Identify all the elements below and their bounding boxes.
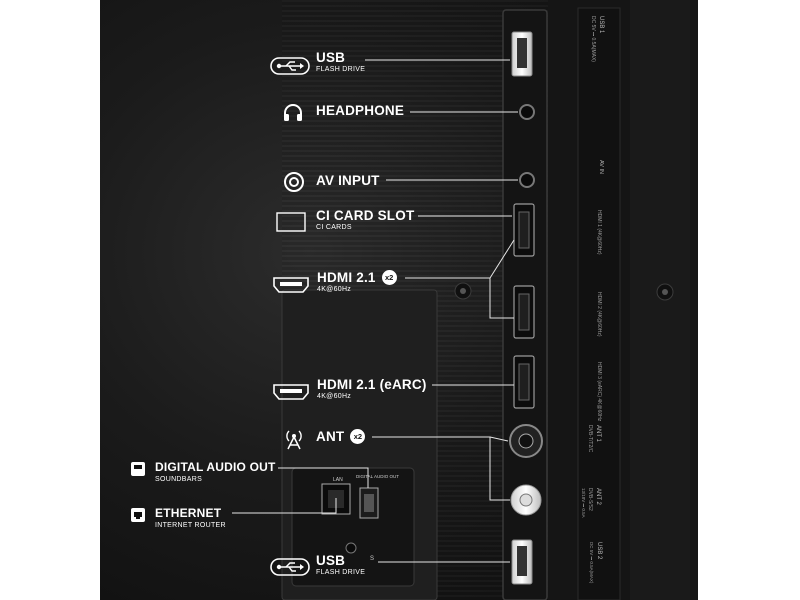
svg-text:HDMI 3 (eARC) 4K@60Hz: HDMI 3 (eARC) 4K@60Hz <box>596 362 602 422</box>
service-port <box>345 542 357 554</box>
port-label-ethernet: ETHERNET INTERNET ROUTER <box>130 506 226 530</box>
antenna-icon <box>286 430 302 450</box>
ethernet-port <box>321 483 351 515</box>
hdmi1-panel-text: HDMI 1 (4K@60Hz) <box>596 210 602 255</box>
port-title: CI CARD SLOT <box>316 208 415 223</box>
port-subtitle: SOUNDBARS <box>155 476 203 483</box>
optical-audio-icon <box>131 462 145 476</box>
hdmi3-panel-text: HDMI 3 (eARC) 4K@60Hz <box>596 362 602 422</box>
rear-housing <box>630 0 690 600</box>
port-label-digital-audio-out: DIGITAL AUDIO OUT SOUNDBARS <box>130 460 276 484</box>
port-label-av-input: AV INPUT <box>283 171 380 192</box>
ant2-panel-text: ANT 2 DVB-S/S2 13/18V ⎓ 0.5A <box>581 488 601 518</box>
port-label-headphone: HEADPHONE <box>282 103 405 121</box>
hdmi-icon <box>273 277 309 293</box>
optical-port <box>359 487 379 519</box>
port-label-ci-card-slot: CI CARD SLOT CI CARDS <box>276 208 414 232</box>
svg-text:HDMI 1 (4K@60Hz): HDMI 1 (4K@60Hz) <box>596 210 602 255</box>
antenna-port-2 <box>510 484 542 516</box>
digital-audio-panel-label: DIGITAL AUDIO OUT <box>356 474 399 479</box>
port-label-hdmi-earc: HDMI 2.1 (eARC) 4K@60Hz <box>273 377 427 401</box>
headphone-jack <box>519 104 535 120</box>
port-title: HEADPHONE <box>316 103 405 118</box>
quantity-badge: x2 <box>381 270 397 285</box>
svg-text:HDMI 2 (4K@60Hz): HDMI 2 (4K@60Hz) <box>596 292 602 337</box>
port-subtitle: FLASH DRIVE <box>316 66 366 73</box>
usb-port-bottom <box>511 539 533 585</box>
usb-bottom-panel-text: USB 2 DC 5V ⎓ 0.5A(MAX) <box>589 542 602 584</box>
svg-text:DVB-S/S2: DVB-S/S2 <box>587 488 593 511</box>
av-jack <box>519 172 535 188</box>
quantity-badge: x2 <box>350 429 366 444</box>
label-strip <box>577 7 621 600</box>
port-title: DIGITAL AUDIO OUT <box>155 460 276 474</box>
lan-label: LAN <box>333 477 343 483</box>
svg-text:ANT 2: ANT 2 <box>595 488 601 506</box>
av-input-icon <box>284 172 304 192</box>
svg-text:USB 2: USB 2 <box>596 542 602 560</box>
port-title: USB <box>316 50 346 65</box>
usb-port-top <box>511 31 533 77</box>
port-title: HDMI 2.1 <box>317 270 376 285</box>
svg-text:AV IN: AV IN <box>598 160 604 174</box>
screw <box>656 283 674 301</box>
port-title: HDMI 2.1 (eARC) <box>317 377 427 392</box>
ant1-panel-text: ANT 1 DVB-T/T2/C <box>587 425 601 453</box>
port-title: USB <box>316 553 346 568</box>
port-label-antenna: ANT x2 <box>282 427 366 450</box>
port-title: AV INPUT <box>316 173 380 188</box>
port-subtitle: INTERNET ROUTER <box>155 522 226 529</box>
svg-text:ANT 1: ANT 1 <box>595 425 601 443</box>
hdmi2-panel-text: HDMI 2 (4K@60Hz) <box>596 292 602 337</box>
svg-text:DC 5V ⎓ 0.5A(MAX): DC 5V ⎓ 0.5A(MAX) <box>589 542 594 584</box>
hdmi-icon <box>273 384 309 400</box>
port-subtitle: 4K@60Hz <box>317 286 352 293</box>
antenna-port-1 <box>509 424 543 458</box>
screw <box>454 282 472 300</box>
port-label-hdmi: HDMI 2.1 x2 4K@60Hz <box>273 270 397 294</box>
av-in-panel-text: AV IN <box>598 160 604 174</box>
usb-icon <box>270 57 310 75</box>
usb-icon <box>270 558 310 576</box>
port-title: ETHERNET <box>155 506 222 520</box>
port-subtitle: 4K@60Hz <box>317 393 352 400</box>
port-label-usb-bottom: USB FLASH DRIVE <box>270 553 365 577</box>
svg-text:13/18V ⎓ 0.5A: 13/18V ⎓ 0.5A <box>581 488 586 518</box>
hdmi-port <box>513 285 535 339</box>
usb-top-panel-text: USB 1 DC 5V ⎓ 0.5A(MAX) <box>590 16 604 62</box>
hdmi-port <box>513 355 535 409</box>
hdmi-port <box>513 203 535 257</box>
svg-text:DVB-T/T2/C: DVB-T/T2/C <box>587 425 593 453</box>
ethernet-icon <box>131 508 145 522</box>
port-title: ANT <box>316 429 345 444</box>
port-subtitle: FLASH DRIVE <box>316 569 366 576</box>
headphone-icon <box>284 104 302 121</box>
callout-lines <box>232 59 518 563</box>
port-subtitle: CI CARDS <box>316 224 352 231</box>
ci-card-icon <box>276 212 306 232</box>
service-label: S <box>370 556 374 562</box>
svg-text:DC 5V ⎓ 0.5A(MAX): DC 5V ⎓ 0.5A(MAX) <box>590 16 596 62</box>
port-label-usb-top: USB FLASH DRIVE <box>270 50 366 75</box>
svg-text:USB 1: USB 1 <box>598 16 604 34</box>
